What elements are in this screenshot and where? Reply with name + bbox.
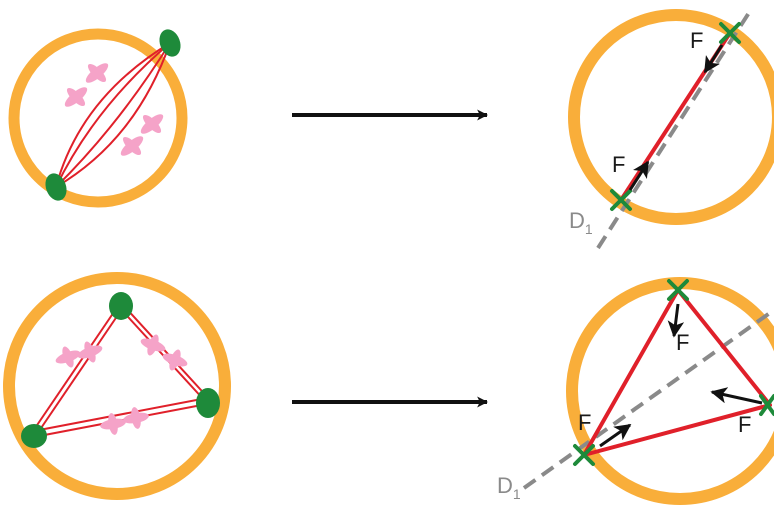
cell-cortex-ring (572, 283, 774, 499)
model-bipolar: F F D1 (569, 8, 774, 248)
cell-bipolar-spindle (14, 26, 184, 203)
axis-label-sub: 1 (585, 221, 593, 237)
chromosome-cross (62, 60, 111, 110)
cell-tripolar-spindle (9, 278, 225, 494)
axis-label-main: D (569, 208, 585, 233)
force-label: F (738, 412, 751, 437)
force-label: F (612, 152, 625, 177)
spindle-pole (196, 388, 220, 418)
force-arrow-icon (712, 392, 762, 403)
spindle-fibers (31, 306, 211, 437)
spindle-pole (109, 292, 133, 320)
chromosome-cross (139, 333, 189, 372)
division-axis (524, 310, 774, 488)
force-label: F (676, 330, 689, 355)
force-label: F (690, 28, 703, 53)
chromosome-cross (118, 111, 166, 159)
axis-label-main: D (497, 473, 513, 498)
axis-label-sub: 1 (513, 486, 521, 502)
division-axis (598, 8, 752, 248)
force-label: F (578, 410, 591, 435)
axis-label: D1 (497, 473, 521, 502)
axis-label: D1 (569, 208, 593, 237)
spindle-pole (21, 424, 47, 448)
spindle-fibers (56, 43, 170, 187)
model-tripolar: F F F D1 (497, 281, 774, 502)
